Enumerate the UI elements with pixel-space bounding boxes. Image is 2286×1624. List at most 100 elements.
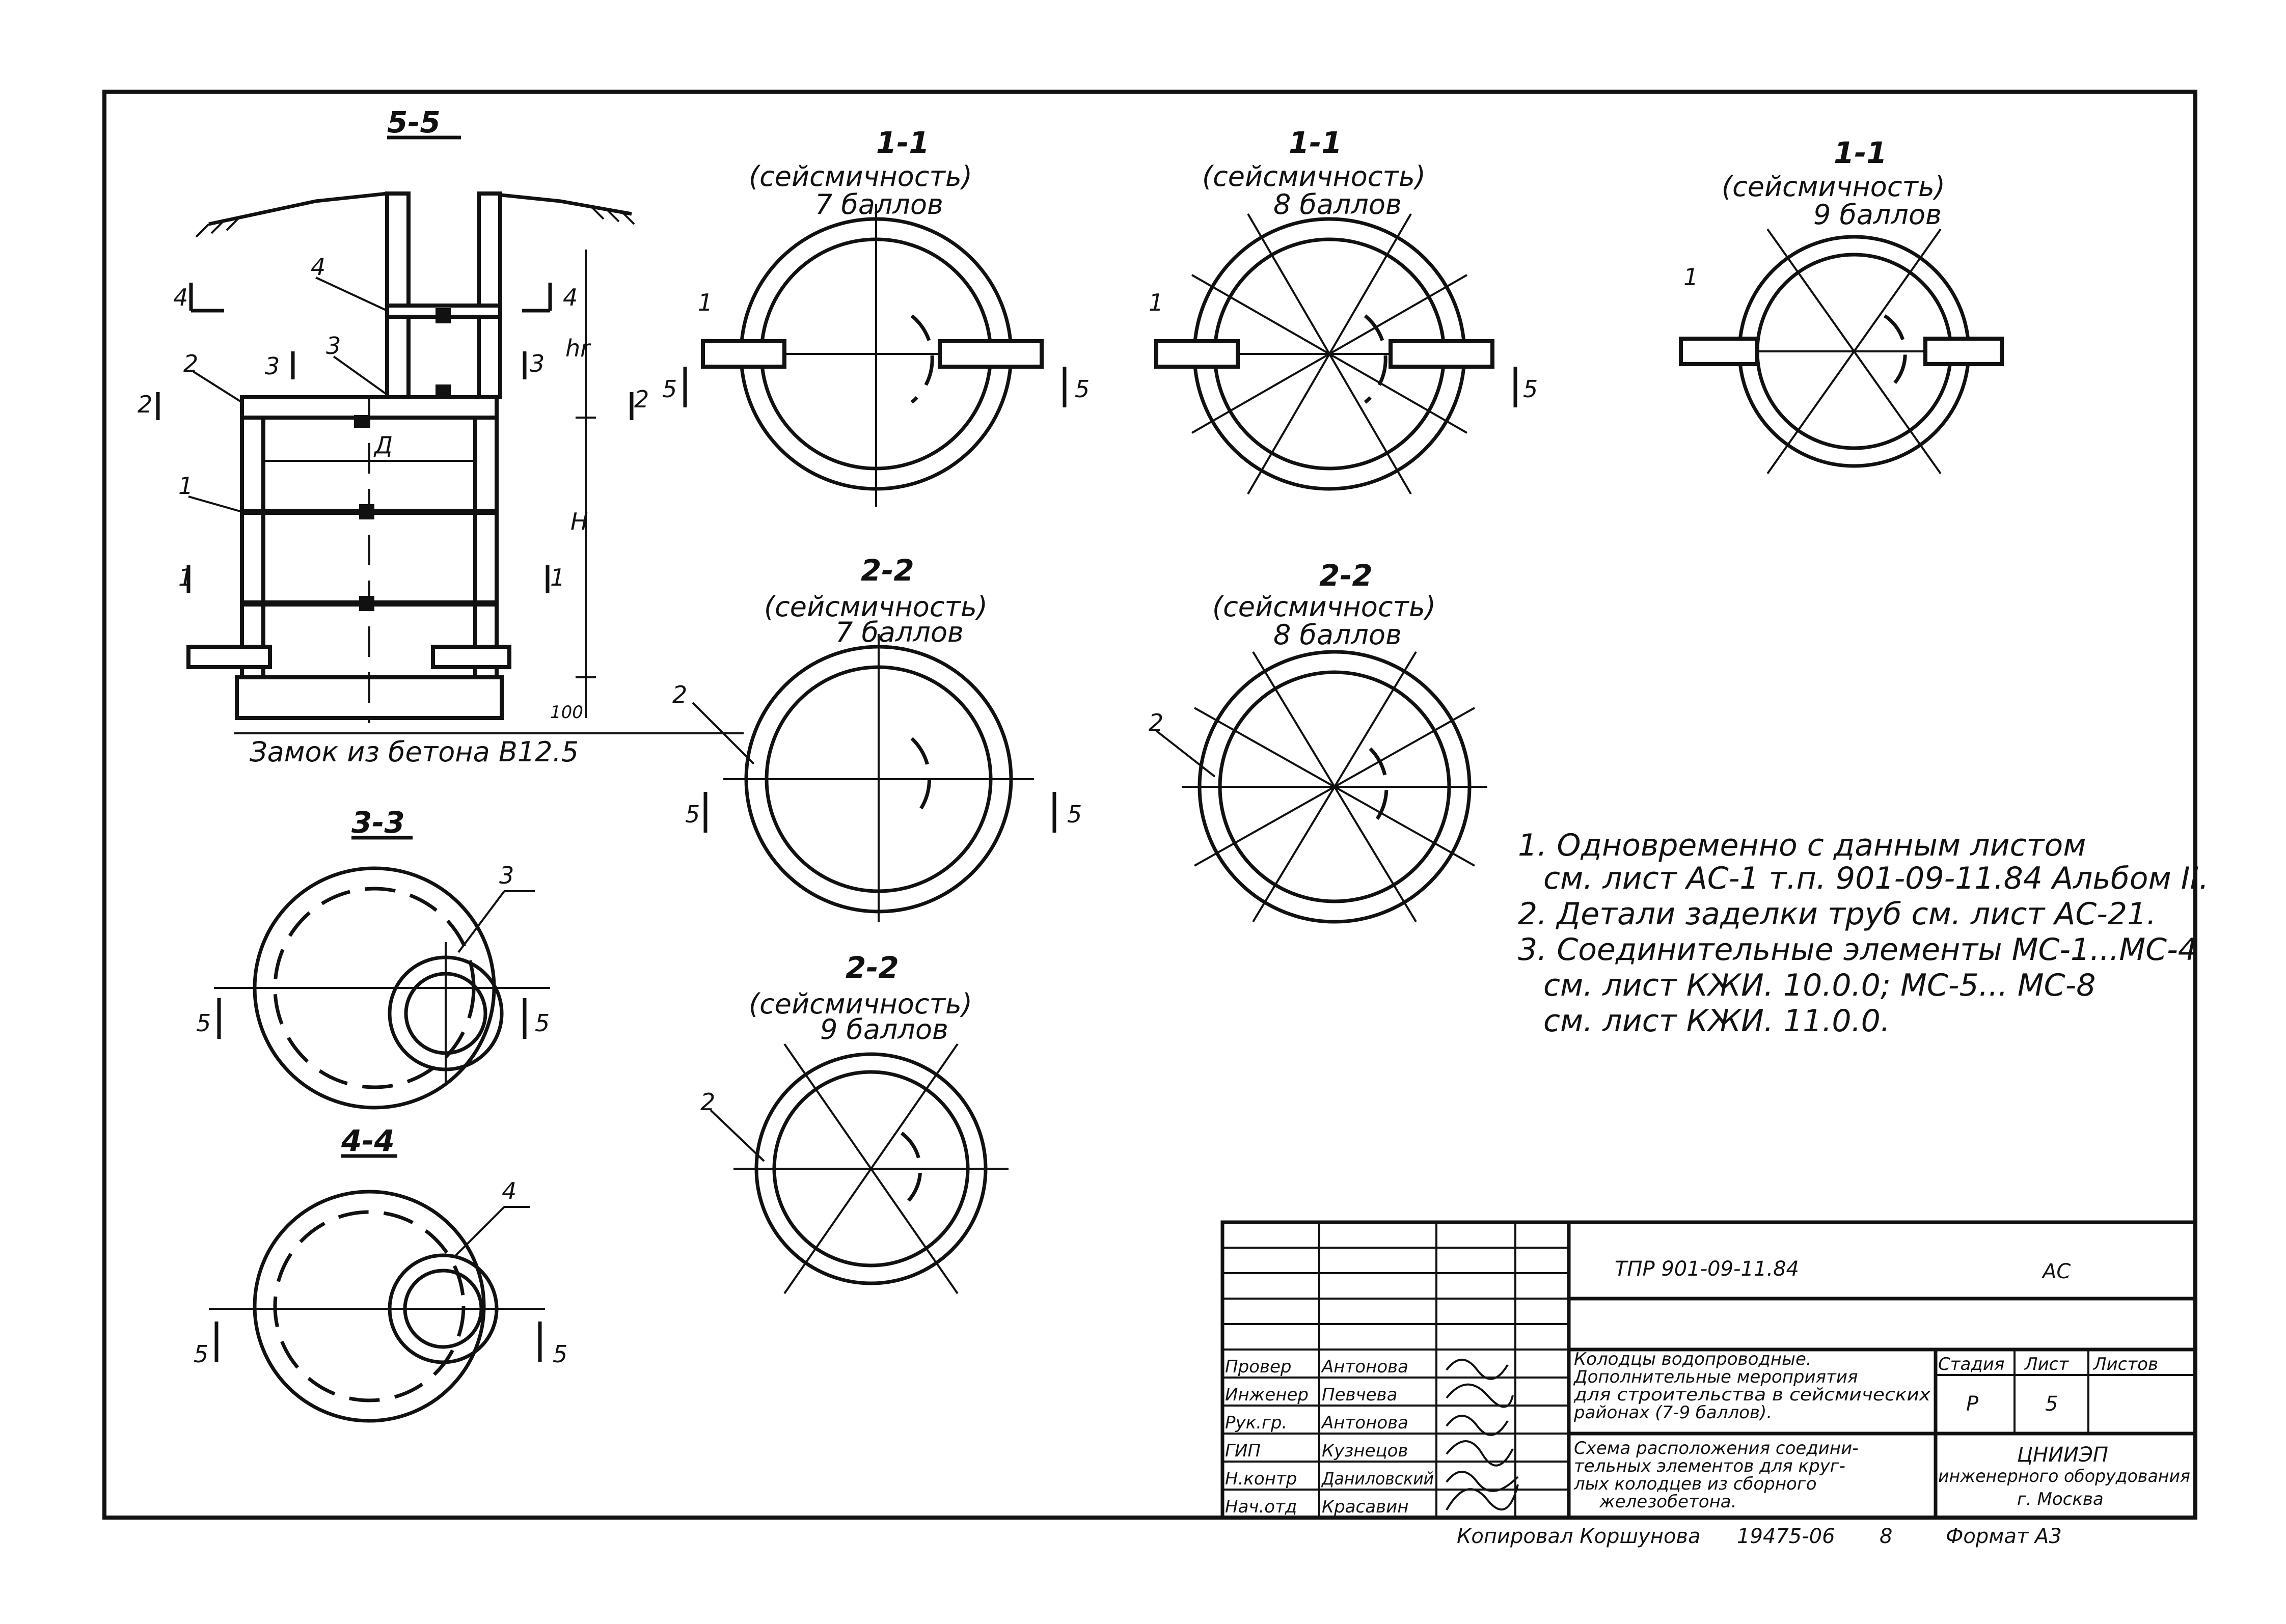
role-2: Инженер xyxy=(1225,1385,1309,1405)
section-2-2-8-line2: 8 баллов xyxy=(1273,619,1402,651)
cut-1-right: 1 xyxy=(550,564,565,591)
section-4-4: 4-4 4 5 5 xyxy=(194,1123,567,1423)
section-1-1-7-line1: (сейсмичность) xyxy=(749,160,972,192)
sheet-label: Лист xyxy=(2024,1354,2069,1374)
section-2-2-9: 2-2 (сейсмичность) 9 баллов 2 xyxy=(700,950,1009,1295)
s117-cut-5-right: 5 xyxy=(1075,375,1090,403)
section-3-3-title: 3-3 xyxy=(351,805,405,840)
cut-4-left: 4 xyxy=(173,284,188,311)
note-line-4: 3. Соединительные элементы МС-1...МС-4 xyxy=(1518,932,2197,968)
name-2: Певчева xyxy=(1322,1385,1397,1405)
section-2-2-9-title: 2-2 xyxy=(846,950,899,985)
section-5-5: 5-5 Д H hr 100 xyxy=(138,105,744,768)
object-title-3: для строительства в сейсмических xyxy=(1573,1385,1931,1405)
stage-label: Стадия xyxy=(1938,1354,2004,1374)
role-5: Н.контр xyxy=(1225,1469,1297,1489)
title-block: ТПР 901-09-11.84 АС Провер Инженер Рук.г… xyxy=(1220,1220,2197,1548)
stage-value: Р xyxy=(1966,1392,1979,1416)
object-title-1: Колодцы водопроводные. xyxy=(1574,1349,1812,1369)
inventory-number: 19475-06 xyxy=(1737,1525,1835,1548)
section-2-2-7-line2: 7 баллов xyxy=(835,616,964,648)
org-sub: инженерного оборудования xyxy=(1938,1466,2190,1487)
height-mark-H: H xyxy=(570,508,588,535)
copied-by: Копировал Коршунова xyxy=(1457,1525,1701,1548)
sheet-title-1: Схема расположения соедини- xyxy=(1574,1438,1859,1458)
s118-cut-5-right: 5 xyxy=(1523,375,1538,403)
doc-mark: АС xyxy=(2041,1260,2071,1283)
cut-2-right: 2 xyxy=(634,386,649,413)
name-3: Антонова xyxy=(1321,1413,1408,1433)
role-1: Провер xyxy=(1225,1357,1292,1377)
sheet-frame xyxy=(102,90,2197,1520)
name-1: Антонова xyxy=(1321,1357,1408,1377)
section-1-1-9: 1-1 (сейсмичность) 9 баллов 1 xyxy=(1679,135,2004,475)
section-3-3: 3-3 3 5 5 xyxy=(196,805,550,1110)
note-line-6: см. лист КЖИ. 11.0.0. xyxy=(1543,1003,1890,1039)
s118-mark-1: 1 xyxy=(1149,289,1163,316)
leader-1: 1 xyxy=(178,472,193,500)
format: Формат А3 xyxy=(1946,1525,2062,1548)
cut-3-left: 3 xyxy=(265,352,280,380)
section-2-2-7: 2-2 (сейсмичность) 7 баллов 2 5 5 xyxy=(672,553,1082,922)
object-title-2: Дополнительные мероприятия xyxy=(1573,1367,1858,1387)
cut-1-left: 1 xyxy=(178,564,193,591)
s227-mark-2: 2 xyxy=(672,681,687,708)
s33-mark-3: 3 xyxy=(499,862,514,889)
section-1-1-8: 1-1 (сейсмичность) 8 баллов 1 5 xyxy=(1149,125,1538,495)
s227-cut-5-left: 5 xyxy=(685,801,700,828)
section-1-1-9-title: 1-1 xyxy=(1834,135,1887,170)
s33-cut-5-right: 5 xyxy=(535,1009,550,1037)
cut-3-right: 3 xyxy=(530,350,545,377)
section-2-2-8-line1: (сейсмичность) xyxy=(1212,591,1436,623)
section-1-1-8-line2: 8 баллов xyxy=(1273,188,1402,221)
note-line-2: см. лист АС-1 т.п. 901-09-11.84 Альбом I… xyxy=(1543,861,2209,896)
cut-4-right: 4 xyxy=(563,284,578,311)
s117-cut-5-left: 5 xyxy=(662,375,677,403)
section-1-1-7-title: 1-1 xyxy=(876,125,930,160)
section-1-1-9-line1: (сейсмичность) xyxy=(1722,171,1945,203)
sheet-title-3: лых колодцев из сборного xyxy=(1573,1474,1817,1494)
section-1-1-9-line2: 9 баллов xyxy=(1813,199,1942,231)
s227-cut-5-right: 5 xyxy=(1067,801,1082,828)
sheet-title-2: тельных элементов для круг- xyxy=(1574,1456,1845,1476)
section-4-4-title: 4-4 xyxy=(341,1123,395,1158)
leader-3: 3 xyxy=(326,332,341,360)
name-6: Красавин xyxy=(1322,1497,1408,1517)
s228-mark-2: 2 xyxy=(1149,709,1163,736)
sheets-label: Листов xyxy=(2092,1354,2158,1374)
leader-2: 2 xyxy=(183,350,198,377)
role-6: Нач.отд xyxy=(1225,1497,1297,1517)
note-line-5: см. лист КЖИ. 10.0.0; МС-5... МС-8 xyxy=(1543,968,2096,1003)
role-4: ГИП xyxy=(1225,1441,1261,1461)
section-5-5-footer: Замок из бетона В12.5 xyxy=(250,736,579,768)
diameter-mark: Д xyxy=(373,431,393,459)
section-1-1-7: 1-1 (сейсмичность) 7 баллов 1 5 5 xyxy=(662,125,1090,507)
inventory-number-2: 8 xyxy=(1880,1525,1892,1548)
leader-4: 4 xyxy=(311,253,325,281)
section-1-1-8-title: 1-1 xyxy=(1289,125,1342,160)
section-1-1-8-line1: (сейсмичность) xyxy=(1202,160,1426,192)
org-city: г. Москва xyxy=(2017,1489,2104,1509)
sheet-value: 5 xyxy=(2045,1392,2058,1416)
sheet-title-4: железобетона. xyxy=(1599,1492,1736,1512)
notes: 1. Одновременно с данным листом см. лист… xyxy=(1518,828,2209,1039)
role-3: Рук.гр. xyxy=(1225,1413,1287,1433)
dim-100: 100 xyxy=(550,702,583,723)
section-2-2-9-line2: 9 баллов xyxy=(820,1013,948,1045)
section-2-2-7-title: 2-2 xyxy=(861,553,914,588)
s44-cut-5-left: 5 xyxy=(194,1340,208,1368)
height-mark-hr: hr xyxy=(565,335,591,362)
section-2-2-9-line1: (сейсмичность) xyxy=(749,988,972,1020)
note-line-3: 2. Детали заделки труб см. лист АС-21. xyxy=(1518,896,2156,932)
s229-mark-2: 2 xyxy=(700,1088,715,1116)
s44-mark-4: 4 xyxy=(502,1177,516,1205)
section-5-5-title: 5-5 xyxy=(387,105,441,140)
section-1-1-7-line2: 7 баллов xyxy=(815,188,943,221)
section-2-2-8: 2-2 (сейсмичность) 8 баллов 2 xyxy=(1149,558,1487,924)
cut-2-left: 2 xyxy=(138,391,152,418)
org-name: ЦНИИЭП xyxy=(2017,1443,2108,1467)
section-2-2-8-title: 2-2 xyxy=(1319,558,1373,593)
object-title-4: районах (7-9 баллов). xyxy=(1573,1402,1772,1423)
note-line-1: 1. Одновременно с данным листом xyxy=(1518,828,2086,863)
